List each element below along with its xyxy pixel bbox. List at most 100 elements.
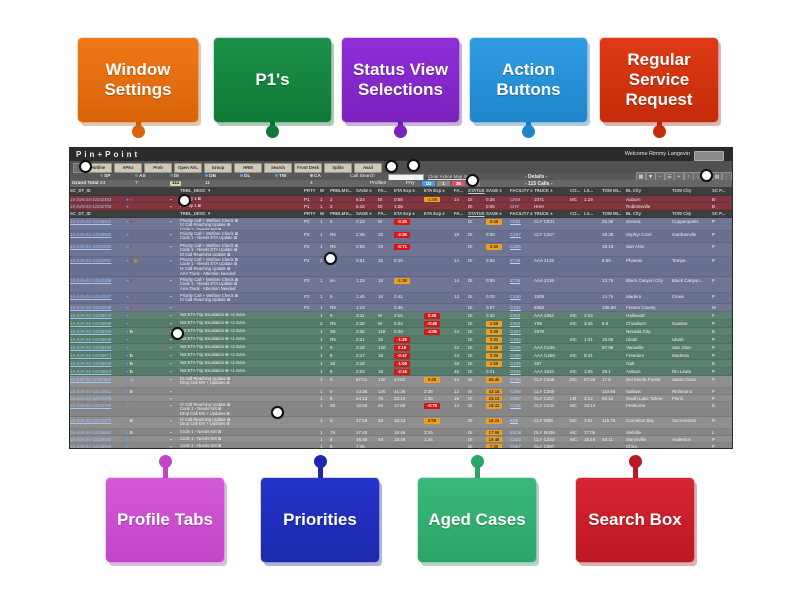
status-filter-tw[interactable]: TW: [275, 174, 286, 179]
facility-link[interactable]: C130: [510, 293, 521, 299]
facility-link[interactable]: C967: [510, 443, 521, 449]
case-id-link[interactable]: 14-JUN-24-12246898: [70, 320, 112, 326]
pin-search-box-target[interactable]: [407, 159, 420, 172]
profile-tab-apks[interactable]: APKs: [114, 162, 142, 173]
prty-toggle-1[interactable]: 1: [437, 180, 450, 186]
case-id-link[interactable]: 14-JUN-24-12246816: [70, 368, 112, 374]
label-search-box[interactable]: Search Box: [576, 478, 694, 562]
facility-link[interactable]: C432: [510, 304, 521, 310]
pin-action-buttons-target[interactable]: [700, 169, 713, 182]
case-id-link[interactable]: 14-JUN-24-12246462: [70, 218, 112, 224]
case-id-link[interactable]: 15-JUN-24-12238342: [70, 436, 112, 442]
case-id-link[interactable]: 14-JUN-24-12242483: [70, 196, 112, 202]
facility-link[interactable]: CH7: [510, 203, 520, 209]
column-header[interactable]: SC_DT_ID: [70, 187, 91, 193]
data-cell: DI: [468, 436, 473, 442]
sage-warning-badge: 24:13: [486, 395, 502, 401]
facility-link[interactable]: C446: [510, 360, 521, 366]
pin-status-view-target[interactable]: [466, 174, 479, 187]
facility-link[interactable]: C257: [510, 395, 521, 401]
label-priorities[interactable]: Priorities: [261, 478, 379, 562]
column-header[interactable]: TRBL_DESC ▼: [180, 187, 212, 193]
case-id-link[interactable]: 14-JUN-24-12239679: [70, 312, 112, 318]
facility-link[interactable]: C323: [510, 436, 521, 442]
status-filter-ca[interactable]: CA: [310, 174, 321, 179]
case-id-link[interactable]: 14-JUN-24-12246825: [70, 231, 112, 237]
facility-link[interactable]: C463: [510, 336, 521, 342]
facility-link[interactable]: C348: [510, 388, 521, 394]
profile-tab-open-avl[interactable]: Open AVL: [174, 162, 202, 173]
data-cell: DI: [468, 243, 473, 249]
label-regular-service-request[interactable]: Regular Service Request: [600, 38, 718, 122]
status-filter-di[interactable]: DI: [170, 174, 179, 179]
column-header[interactable]: TRBL_DESC ▼: [180, 210, 212, 216]
user-menu-button[interactable]: [694, 150, 724, 161]
facility-link[interactable]: CKM: [510, 196, 520, 202]
data-cell: 6.6: [602, 320, 609, 326]
profile-tab-prob[interactable]: Prob: [144, 162, 172, 173]
data-cell: 8: [330, 395, 333, 401]
facility-link[interactable]: Z738: [510, 277, 521, 283]
case-id-link[interactable]: 14-JUN-24-12242938: [70, 304, 112, 310]
pin-profile-tabs-target[interactable]: [385, 160, 398, 173]
profile-tab-avail[interactable]: Avail: [354, 162, 382, 173]
label-p1-s[interactable]: P1's: [214, 38, 331, 122]
label-window-settings[interactable]: Window Settings: [78, 38, 198, 122]
column-header[interactable]: SC_DT_ID: [70, 210, 91, 216]
case-id-link[interactable]: 14-JUN-24-12246498: [70, 344, 112, 350]
case-id-link[interactable]: 15-JUN-24-12238908: [70, 443, 112, 449]
facility-link[interactable]: K88: [510, 417, 519, 423]
pin-aged-cases-target[interactable]: [171, 327, 184, 340]
case-id-link[interactable]: 11-JUN-24-12197565: [70, 376, 112, 382]
profile-tab-splits[interactable]: Splits: [324, 162, 352, 173]
facility-link[interactable]: C468: [510, 352, 521, 358]
data-cell: 0:58: [394, 196, 403, 202]
case-id-link[interactable]: 14-JUN-24-12242386: [70, 277, 112, 283]
facility-link[interactable]: C831: [510, 218, 521, 224]
profile-tab-hrm[interactable]: HRM: [234, 162, 262, 173]
facility-link[interactable]: C327: [510, 328, 521, 334]
status-filter-dl[interactable]: DL: [240, 174, 250, 179]
case-id-link[interactable]: 14-JUN-24-12246608: [70, 360, 112, 366]
facility-link[interactable]: C246: [510, 344, 521, 350]
facility-link[interactable]: C325: [510, 243, 521, 249]
status-filter-sp[interactable]: SP: [100, 174, 110, 179]
facility-link[interactable]: Z738: [510, 257, 521, 263]
facility-link[interactable]: Z362: [510, 320, 521, 326]
facility-link[interactable]: C758: [510, 376, 521, 382]
label-profile-tabs[interactable]: Profile Tabs: [106, 478, 224, 562]
profile-tab-group[interactable]: Group: [204, 162, 232, 173]
label-action-buttons[interactable]: Action Buttons: [470, 38, 587, 122]
case-id-link[interactable]: 14-JUN-24-12242703: [70, 203, 112, 209]
case-id-link[interactable]: 14-JUN-24-12246848: [70, 336, 112, 342]
facility-link[interactable]: M436: [510, 429, 522, 435]
case-id-link[interactable]: 14-JUN-24-12242507: [70, 293, 112, 299]
facility-link[interactable]: C534: [510, 368, 521, 374]
pin-priorities-target[interactable]: [324, 252, 337, 265]
case-id-link[interactable]: 14-JUN-24-12248359: [70, 328, 112, 334]
case-id-link[interactable]: 14-JUN-24-12248571: [70, 352, 112, 358]
facility-link[interactable]: C257: [510, 231, 521, 237]
facility-link[interactable]: Z362: [510, 312, 521, 318]
case-id-link[interactable]: 15-JUN-24-12225756: [70, 402, 112, 408]
case-id-link[interactable]: 15-JUN-24-12218861: [70, 388, 112, 394]
prty-toggle-3b[interactable]: 3B: [452, 180, 465, 186]
profile-tab-search[interactable]: Search: [264, 162, 292, 173]
case-id-link[interactable]: 15-JUN-24-12229673: [70, 417, 112, 423]
case-id-link[interactable]: 14-JUN-24-12241853: [70, 243, 112, 249]
pin-regular-service-target[interactable]: [271, 406, 284, 419]
label-status-view-selections[interactable]: Status View Selections: [342, 38, 459, 122]
pin-p1s-target[interactable]: [178, 194, 191, 207]
pin-window-settings-target[interactable]: [79, 160, 92, 173]
prty-toggle-1-2[interactable]: 1/2: [422, 180, 435, 186]
trouble-desc-cell: Priority Call + Welfare Check ⊠Code 1 - …: [180, 277, 304, 292]
case-id-link[interactable]: 14-JUN-24-12241997: [70, 257, 112, 263]
case-id-link[interactable]: 15-JUN-24-12224278: [70, 395, 112, 401]
facility-link[interactable]: C242: [510, 402, 521, 408]
label-aged-cases[interactable]: Aged Cases: [418, 478, 536, 562]
status-filter-as[interactable]: AS: [135, 174, 146, 179]
profile-tab-front-desk[interactable]: Front Desk: [294, 162, 322, 173]
case-id-link[interactable]: 15-JUN-24-12229882: [70, 429, 112, 435]
status-filter-db[interactable]: DB: [205, 174, 216, 179]
clear-action-map-link[interactable]: Clear Action Map Items: [428, 173, 475, 179]
